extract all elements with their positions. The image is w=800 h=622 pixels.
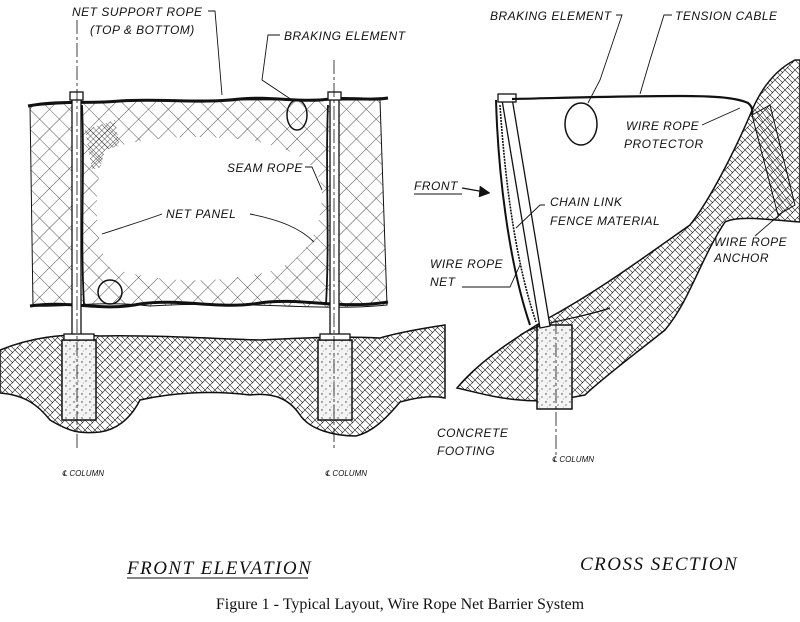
label-concrete-footing-2: FOOTING <box>437 444 495 458</box>
leader-net-panel-right <box>249 213 315 243</box>
label-wire-rope-protector-2: PROTECTOR <box>624 137 704 151</box>
front-elevation-view: NET SUPPORT ROPE (TOP & BOTTOM) BRAKING … <box>0 5 446 579</box>
label-net-panel: NET PANEL <box>166 207 236 221</box>
tension-cable <box>511 94 754 116</box>
title-front-elevation: FRONT ELEVATION <box>126 558 312 579</box>
front-arrow-head <box>478 185 491 198</box>
seam-rope-left <box>81 104 85 306</box>
leader-wire-rope-protector <box>701 107 741 126</box>
label-column-section: ℄ COLUMN <box>552 455 594 464</box>
post-left-cap <box>69 91 84 101</box>
base-ground-line <box>519 307 611 336</box>
seam-rope-right <box>325 104 329 306</box>
label-net-support-rope: NET SUPPORT ROPE <box>72 5 203 19</box>
braking-element-loop-bottom <box>97 279 123 305</box>
leader-tension-cable <box>639 14 672 95</box>
label-wire-rope-protector-1: WIRE ROPE <box>626 119 700 133</box>
leader-braking-element-section <box>587 14 623 104</box>
cross-section-view: BRAKING ELEMENT TENSION CABLE WIRE ROPE … <box>414 9 800 575</box>
post-right-cap <box>327 91 342 101</box>
leader-braking-element-front <box>261 34 293 101</box>
label-column-left: ℄ COLUMN <box>62 469 104 478</box>
post-left <box>71 94 82 341</box>
post-right <box>329 94 340 341</box>
title-cross-section: CROSS SECTION <box>580 554 738 575</box>
label-wire-rope-anchor-2: ANCHOR <box>713 251 769 265</box>
label-chain-link-2: FENCE MATERIAL <box>550 214 660 228</box>
footing-section <box>536 324 573 410</box>
base-plate-left <box>63 333 95 341</box>
label-column-right: ℄ COLUMN <box>325 469 367 478</box>
base-plate-right <box>319 333 351 341</box>
leader-seam-rope <box>305 166 323 191</box>
chain-link-fence <box>499 104 537 323</box>
label-seam-rope: SEAM ROPE <box>227 161 303 175</box>
braking-element-loop-top <box>286 99 308 131</box>
bottom-support-rope <box>29 299 389 309</box>
label-wire-rope-net-1: WIRE ROPE <box>430 257 504 271</box>
label-concrete-footing-1: CONCRETE <box>437 426 509 440</box>
label-front: FRONT <box>414 179 459 193</box>
label-braking-element-section: BRAKING ELEMENT <box>490 9 613 23</box>
leader-chain-link <box>515 204 545 229</box>
footing-left <box>61 339 97 421</box>
net-panel-void <box>96 137 323 281</box>
label-braking-element-front: BRAKING ELEMENT <box>284 29 407 43</box>
wire-rope-anchor-body <box>751 104 796 216</box>
leader-wire-rope-net <box>462 264 521 288</box>
label-wire-rope-net-2: NET <box>430 275 457 289</box>
footing-right <box>317 339 353 421</box>
label-wire-rope-anchor-1: WIRE ROPE <box>714 235 788 249</box>
figure-caption: Figure 1 - Typical Layout, Wire Rope Net… <box>216 596 585 613</box>
leader-net-panel-left <box>101 213 163 235</box>
braking-element-loop-section <box>564 102 598 146</box>
leader-net-support-rope <box>208 10 223 96</box>
post-section <box>501 97 551 329</box>
label-net-support-rope-sub: (TOP & BOTTOM) <box>90 23 195 37</box>
leader-wire-rope-anchor <box>754 209 786 237</box>
label-tension-cable: TENSION CABLE <box>675 9 778 23</box>
label-chain-link-1: CHAIN LINK <box>550 195 623 209</box>
wire-rope-net-section <box>495 99 531 326</box>
